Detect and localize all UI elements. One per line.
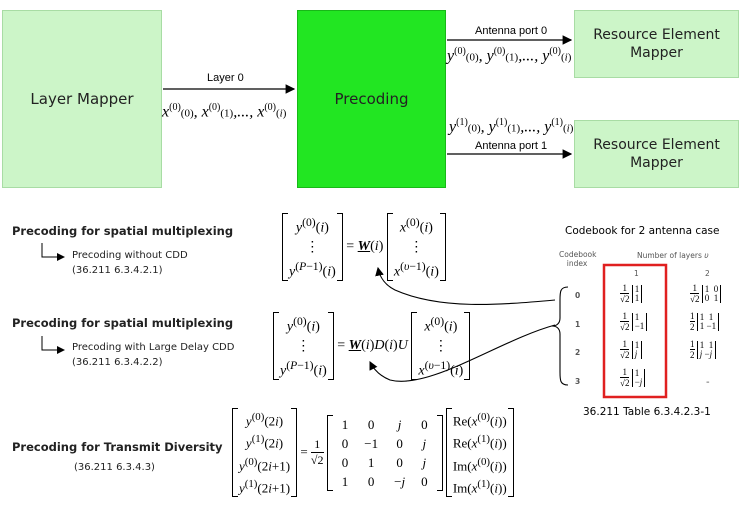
layer-mapper-block: Layer Mapper bbox=[2, 10, 162, 188]
codebook-entry-1-1: 1√2 1−1 bbox=[620, 311, 648, 332]
layer-mapper-label: Layer Mapper bbox=[30, 90, 134, 108]
connector-l-2 bbox=[41, 336, 65, 354]
td-ref: (36.211 6.3.4.3) bbox=[74, 462, 155, 473]
codebook-index-3: 3 bbox=[575, 377, 581, 386]
codebook-index-0: 0 bbox=[575, 291, 581, 300]
equation-no-cdd: y(0)(i)⋮y(P−1)(i) = W(i) x(0)(i)⋮x(υ−1)(… bbox=[282, 213, 446, 282]
spatial1-ref: (36.211 6.3.4.2.1) bbox=[72, 265, 163, 276]
antenna1-label: Antenna port 1 bbox=[475, 140, 548, 152]
connector-l-1 bbox=[41, 243, 65, 261]
codebook-table-ref: 36.211 Table 6.3.4.2.3-1 bbox=[583, 406, 711, 418]
codebook-layers-header: Number of layers υ bbox=[637, 251, 709, 260]
codebook-title: Codebook for 2 antenna case bbox=[565, 225, 720, 237]
codebook-entry-3-1: 1√2 1−j bbox=[620, 367, 646, 388]
spatial1-title: Precoding for spatial multiplexing bbox=[12, 224, 234, 238]
td-title: Precoding for Transmit Diversity bbox=[12, 440, 223, 454]
codebook-brace bbox=[551, 286, 569, 386]
antenna0-sequence: y(0)(0), y(0)(1),..., y(0)(i) bbox=[447, 46, 572, 65]
spatial2-title: Precoding for spatial multiplexing bbox=[12, 316, 234, 330]
codebook-index-2: 2 bbox=[575, 348, 581, 357]
antenna1-sequence: y(1)(0), y(1)(1),..., y(1)(i) bbox=[449, 117, 574, 136]
codebook-index-1: 1 bbox=[575, 320, 581, 329]
codebook-col-2: 2 bbox=[705, 269, 710, 278]
spatial2-sub: Precoding with Large Delay CDD bbox=[72, 342, 235, 353]
equation-large-delay-cdd: y(0)(i)⋮y(P−1)(i) = W(i)D(i)U x(0)(i)⋮x(… bbox=[273, 312, 471, 381]
codebook-entry-3-2: - bbox=[706, 377, 710, 388]
codebook-index-header: Codebook index bbox=[559, 250, 597, 268]
resource-element-mapper-top: Resource Element Mapper bbox=[574, 10, 739, 78]
equation-transmit-diversity: y(0)(2i)y(1)(2i)y(0)(2i+1)y(1)(2i+1) = 1… bbox=[232, 408, 514, 498]
resource-element-mapper-bottom: Resource Element Mapper bbox=[574, 120, 739, 188]
precoding-block: Precoding bbox=[297, 10, 446, 188]
codebook-col-1: 1 bbox=[634, 269, 639, 278]
rem-bottom-label: Resource Element Mapper bbox=[593, 137, 720, 171]
rem-top-label: Resource Element Mapper bbox=[593, 27, 720, 61]
antenna0-label: Antenna port 0 bbox=[475, 25, 548, 37]
precoding-label: Precoding bbox=[334, 90, 409, 108]
layer0-label: Layer 0 bbox=[207, 72, 244, 84]
spatial1-sub: Precoding without CDD bbox=[72, 250, 188, 261]
spatial2-ref: (36.211 6.3.4.2.2) bbox=[72, 357, 163, 368]
layer-sequence: x(0)(0), x(0)(1),..., x(0)(i) bbox=[162, 102, 287, 121]
